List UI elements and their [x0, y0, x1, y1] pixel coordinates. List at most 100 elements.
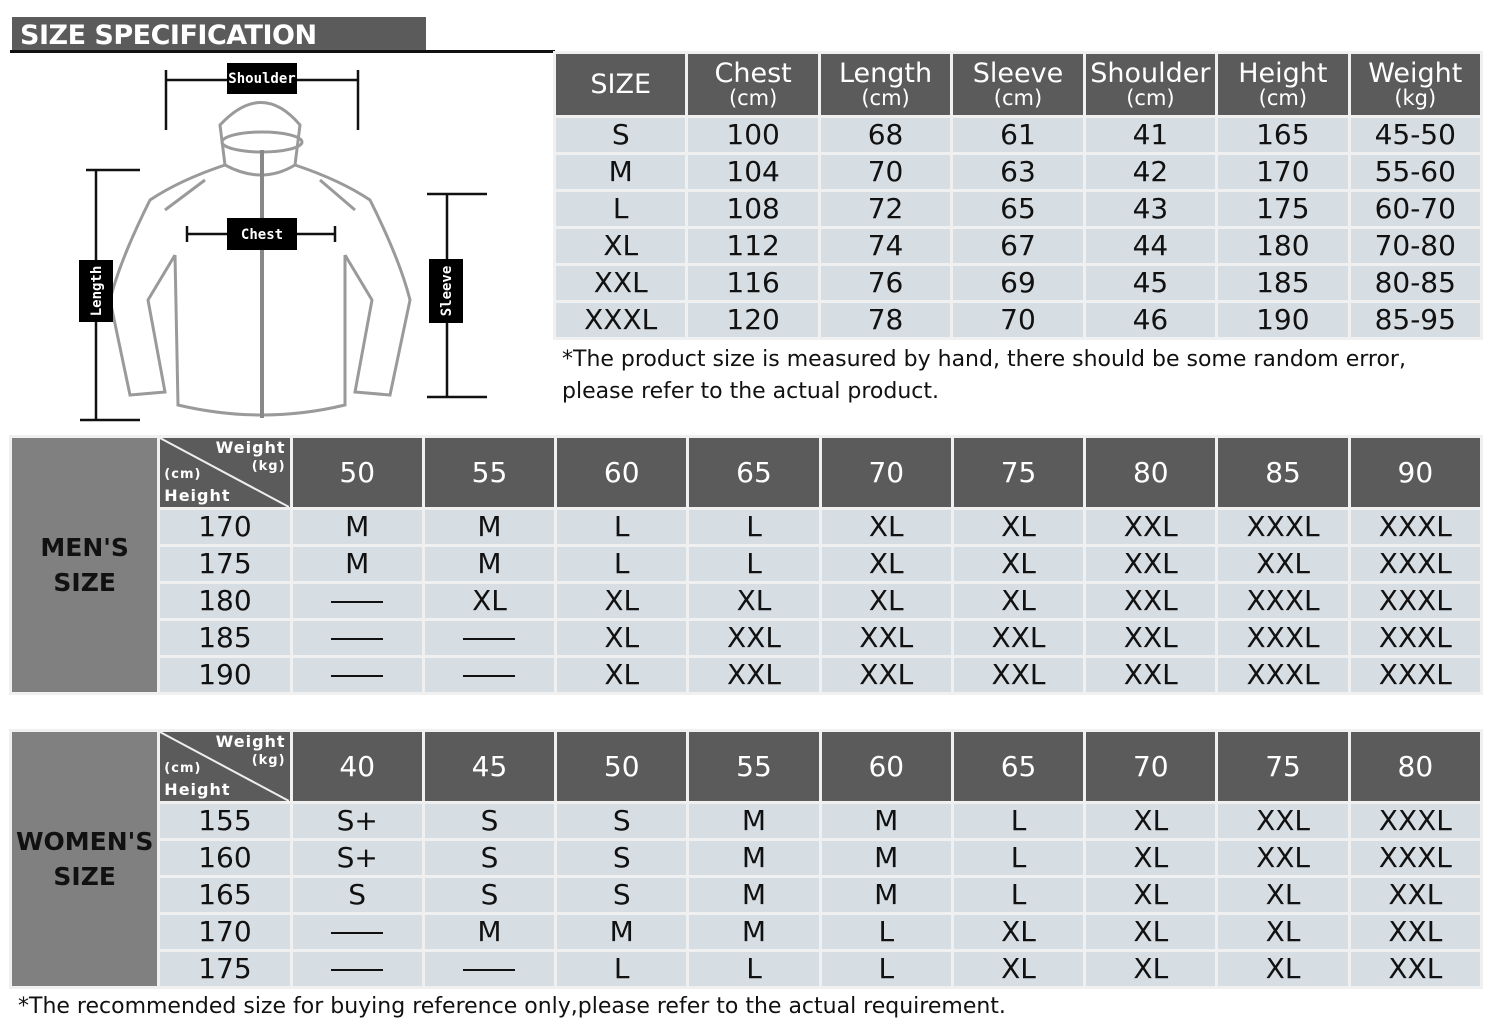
kg-unit: (kg): [251, 459, 286, 474]
size-cell: XL: [1086, 804, 1216, 838]
page-title: SIZE SPECIFICATION: [12, 17, 426, 51]
size-cell: L: [689, 547, 819, 581]
height-cell: 185: [160, 621, 290, 655]
table-cell: 72: [820, 192, 951, 226]
table-cell: 76: [820, 266, 951, 300]
weight-column-header: 75: [953, 438, 1084, 507]
size-cell: M: [689, 915, 819, 949]
size-cell: XXL: [1086, 584, 1216, 618]
size-cell: XXL: [953, 621, 1084, 655]
weight-column-header: 70: [821, 438, 951, 507]
size-cell: XL: [557, 621, 687, 655]
table-cell: 45-50: [1350, 118, 1480, 152]
weight-column-header: 60: [557, 438, 687, 507]
size-cell: M: [557, 915, 687, 949]
shoulder-label: Shoulder: [228, 71, 295, 87]
size-cell: [292, 621, 422, 655]
table-cell: 165: [1218, 118, 1348, 152]
table-cell: 120: [688, 303, 818, 337]
size-cell: M: [689, 878, 819, 912]
size-cell: L: [953, 841, 1084, 875]
column-header-label: Sleeve: [972, 58, 1064, 89]
column-header-label: Length: [838, 58, 933, 89]
size-cell: XXXL: [1218, 621, 1348, 655]
weight-column-header: 80: [1086, 438, 1216, 507]
size-cell: XL: [1086, 878, 1216, 912]
size-cell: XXL: [689, 621, 819, 655]
size-cell: L: [821, 915, 951, 949]
size-cell: XL: [953, 584, 1084, 618]
not-available-dash: [331, 969, 384, 971]
size-cell: XXL: [1218, 804, 1348, 838]
size-cell: XXXL: [1350, 841, 1480, 875]
size-cell: XXL: [953, 658, 1084, 692]
table-cell: S: [556, 118, 686, 152]
table-cell: 85-95: [1350, 303, 1480, 337]
table-cell: 41: [1085, 118, 1216, 152]
size-cell: XL: [953, 547, 1084, 581]
not-available-dash: [331, 932, 384, 934]
size-cell: M: [292, 510, 422, 544]
label-line: MEN'S: [40, 533, 129, 562]
table-cell: XXL: [556, 266, 686, 300]
column-header-label: Shoulder: [1090, 58, 1211, 89]
column-header: Height(cm): [1218, 54, 1348, 115]
not-available-dash: [331, 638, 384, 640]
table-cell: L: [556, 192, 686, 226]
size-cell: S: [292, 878, 422, 912]
table-cell: M: [556, 155, 686, 189]
not-available-dash: [463, 969, 516, 971]
table-cell: 78: [820, 303, 951, 337]
not-available-dash: [463, 638, 516, 640]
size-cell: XXL: [1086, 658, 1216, 692]
height-axis-label: Height: [164, 486, 231, 505]
size-cell: L: [557, 547, 687, 581]
size-cell: [424, 952, 555, 986]
column-header-unit: (cm): [993, 86, 1043, 110]
column-header-label: SIZE: [590, 69, 652, 100]
weight-column-header: 55: [689, 732, 819, 801]
size-cell: XXL: [689, 658, 819, 692]
table-cell: 185: [1218, 266, 1348, 300]
size-cell: XL: [1086, 915, 1216, 949]
weight-column-header: 50: [292, 438, 422, 507]
size-cell: XL: [1086, 841, 1216, 875]
size-cell: [292, 658, 422, 692]
size-cell: L: [557, 510, 687, 544]
title-divider: [10, 50, 555, 53]
table-cell: 108: [688, 192, 818, 226]
column-header-label: Weight: [1368, 58, 1463, 89]
height-weight-corner-header: Weight(kg)(cm)Height: [160, 438, 290, 507]
size-cell: S: [424, 878, 555, 912]
table-cell: 100: [688, 118, 818, 152]
column-header: Sleeve(cm): [953, 54, 1083, 115]
size-cell: XXL: [821, 658, 951, 692]
size-cell: XXL: [821, 621, 951, 655]
weight-column-header: 75: [1218, 732, 1348, 801]
size-cell: XXXL: [1350, 804, 1480, 838]
table-cell: 43: [1085, 192, 1216, 226]
size-cell: XXXL: [1218, 510, 1348, 544]
height-axis-label: Height: [164, 780, 231, 799]
size-cell: M: [424, 510, 555, 544]
size-cell: XXL: [1086, 547, 1216, 581]
height-cell: 175: [160, 952, 290, 986]
size-cell: [292, 915, 422, 949]
table-cell: 44: [1085, 229, 1216, 263]
size-cell: XXL: [1086, 621, 1216, 655]
spec-note: *The product size is measured by hand, t…: [562, 347, 1406, 404]
table-cell: 68: [820, 118, 951, 152]
size-cell: S+: [292, 804, 422, 838]
size-cell: [424, 621, 555, 655]
table-cell: XXXL: [556, 303, 686, 337]
weight-column-header: 85: [1218, 438, 1348, 507]
